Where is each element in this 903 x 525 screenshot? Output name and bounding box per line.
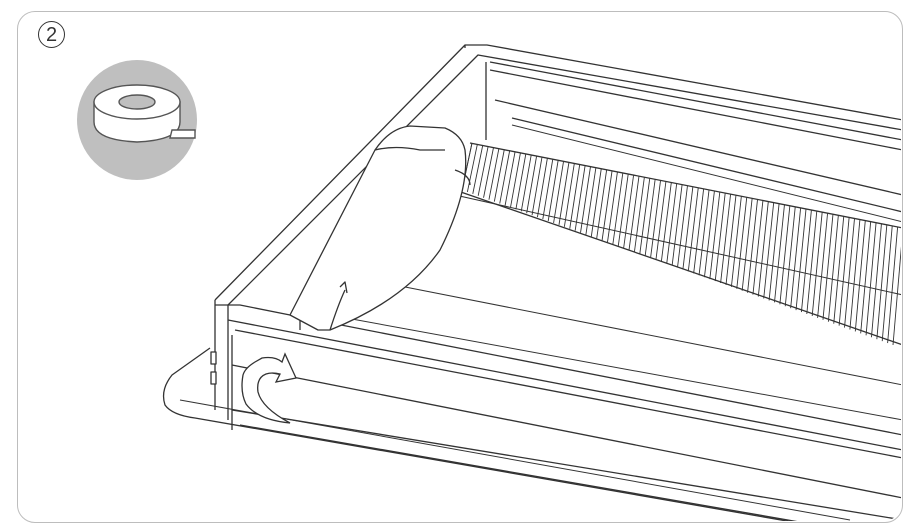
grate-tooth	[747, 199, 758, 293]
side-screws	[210, 351, 217, 385]
grate-tooth	[822, 214, 834, 320]
grate-tooth	[574, 165, 586, 231]
grate-tooth	[795, 208, 807, 311]
grate-tooth	[779, 205, 791, 305]
grate-tooth	[720, 193, 732, 284]
grate-tooth	[800, 209, 812, 313]
grate-tooth	[650, 180, 662, 258]
grate-tooth	[687, 187, 699, 272]
tape-roll-icon	[93, 84, 196, 143]
grate-tooth	[558, 162, 570, 225]
grate-tooth	[633, 176, 645, 253]
grate-tooth	[784, 206, 796, 307]
grate-tooth	[612, 172, 624, 245]
grate-tooth	[768, 203, 780, 301]
grate-comb	[454, 142, 901, 346]
grate-tooth	[698, 189, 710, 276]
grate-tooth	[693, 188, 705, 274]
grate-tooth	[860, 221, 872, 334]
grate-tooth	[547, 159, 559, 222]
grate-tooth	[757, 201, 769, 297]
grate-tooth	[520, 154, 532, 212]
housing-front-wall	[215, 284, 901, 521]
grate-tooth	[569, 164, 581, 229]
grate-tooth	[623, 174, 635, 249]
grate-tooth	[617, 173, 629, 247]
grate-tooth	[774, 204, 785, 303]
grate-tooth	[553, 160, 565, 224]
step-number-badge: 2	[38, 21, 65, 48]
grate-tooth	[596, 169, 608, 239]
grate-tooth	[741, 198, 753, 291]
grate-tooth	[827, 215, 839, 322]
grate-tooth	[601, 170, 613, 241]
grate-tooth	[876, 224, 888, 340]
grate-tooth	[806, 210, 818, 315]
grate-tooth	[892, 227, 901, 346]
grate-tooth	[639, 178, 651, 254]
grate-tooth	[536, 157, 548, 218]
grate-tooth	[563, 163, 575, 227]
grate-tooth	[703, 190, 715, 278]
channel-floor-line	[454, 194, 901, 296]
grate-tooth	[585, 167, 597, 235]
grate-tooth	[483, 147, 494, 198]
grate-tooth	[644, 179, 656, 256]
grate-tooth	[714, 192, 726, 282]
grate-tooth	[499, 150, 511, 204]
grate-tooth	[881, 225, 893, 342]
grate-tooth	[488, 148, 500, 200]
grate-tooth	[472, 145, 484, 194]
grate-tooth	[854, 220, 866, 332]
grate-tooth	[817, 213, 829, 318]
grate-tooth	[871, 223, 882, 338]
grate-tooth	[607, 171, 618, 243]
grate-tooth	[542, 158, 554, 220]
grate-tooth	[493, 149, 505, 202]
grate-tooth	[833, 216, 845, 324]
grate-tooth	[709, 191, 721, 280]
grate-tooth	[838, 217, 850, 326]
grate-tooth	[682, 186, 694, 270]
grate-tooth	[763, 202, 775, 299]
rotate-arrow-icon	[241, 352, 297, 424]
grate-tooth	[531, 156, 543, 216]
grate-tooth	[849, 219, 861, 330]
grate-tooth	[730, 196, 742, 287]
grate-tooth	[504, 151, 516, 206]
grate-tooth	[515, 153, 527, 210]
grate-tooth	[887, 226, 899, 344]
grate-tooth	[790, 207, 802, 309]
grate-tooth	[510, 152, 521, 208]
grate-tooth	[660, 182, 672, 262]
housing-left-wall	[214, 44, 901, 420]
grate-tooth	[677, 185, 688, 268]
step-number: 2	[45, 23, 58, 46]
grate-tooth	[752, 200, 764, 295]
grate-tooth	[725, 195, 737, 285]
grate-tooth	[526, 155, 538, 214]
grate-tooth	[865, 222, 877, 336]
grate-tooth	[628, 175, 640, 251]
grate-tooth	[666, 183, 678, 264]
grate-tooth	[671, 184, 683, 266]
grate-tooth	[466, 143, 478, 193]
grate-tooth	[590, 168, 602, 237]
grate-tooth	[580, 166, 591, 233]
tape-badge	[77, 60, 197, 180]
grate-tooth	[477, 146, 489, 196]
grate-tooth	[811, 212, 823, 316]
base-flange	[162, 347, 851, 521]
grate-tooth	[736, 197, 748, 289]
grate-tooth	[844, 218, 855, 328]
end-cap	[289, 125, 471, 331]
grate-tooth	[655, 181, 667, 260]
